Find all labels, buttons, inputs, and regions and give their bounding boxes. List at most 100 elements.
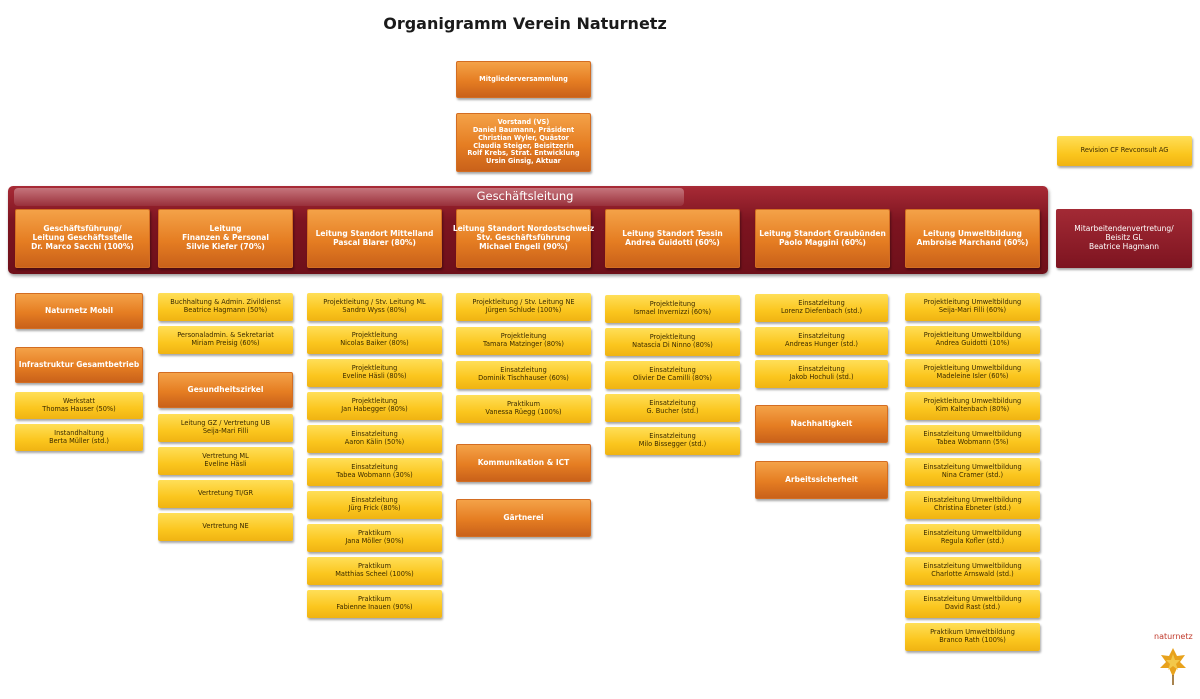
col2-top-item-1-line: Miriam Preisig (60%) [191,339,260,347]
col5-item-4-line: Einsatzleitung [649,432,696,441]
col3-item-4-line: Einsatzleitung [351,430,398,439]
col1-item-0-line: Thomas Hauser (50%) [42,404,116,413]
col4-item-2-line: Dominik Tischhauser (60%) [478,374,569,382]
col1-item-1-line: Instandhaltung [54,428,104,437]
leader-box-0-line: Geschäftsführung/ [43,224,122,234]
col3-item-7-line: Praktikum [357,529,392,538]
col5-item-0-line: Projektleitung [649,300,696,309]
col3-item-1-line: Projektleitung [351,331,398,340]
leader-box-5-line: Paolo Maggini (60%) [778,237,866,247]
col7-item-8-line: Einsatzleitung Umweltbildung [923,562,1022,571]
col3-item-5-line: Tabea Wobmann (30%) [336,471,413,479]
col3-item-0-line: Sandro Wyss (80%) [342,306,407,314]
col7-item-1-line: Projektleitung Umweltbildung [923,331,1022,340]
col5-item-2-line: Einsatzleitung [649,366,696,375]
col7-item-1-line: Andrea Guidotti (10%) [935,339,1010,347]
col5-item-0-line: Ismael Invernizzi (60%) [633,308,712,316]
col7-item-9-line: David Rast (std.) [944,603,1001,611]
leader-box-2-line: Leitung Standort Mittelland [315,228,434,238]
logo-text: naturnetz [1154,632,1193,641]
gaertnerei-box: Gärtnerei [456,499,591,537]
leaf-logo-icon [1160,648,1186,685]
gaertnerei-box-line: Gärtnerei [503,512,544,522]
col3-item-2-line: Eveline Häsli (80%) [342,372,407,380]
col3-item-8-line: Praktikum [357,562,392,571]
col5-item-3-line: G. Bucher (std.) [646,407,699,415]
col7-item-6-line: Christina Ebneter (std.) [934,504,1011,512]
arbeitssicherheit-box-line: Arbeitssicherheit [785,474,858,484]
col6-item-2-line: Einsatzleitung [798,365,845,374]
col2-bottom-item-2: Vertretung TI/GR [158,480,293,508]
gesundheitszirkel-box-line: Gesundheitszirkel [187,384,264,394]
vorstand-box-line: Daniel Baumann, Präsident [472,125,575,134]
col2-bottom-item-0-line: Leitung GZ / Vertretung UB [180,419,271,428]
col4-item-0-line: Jürgen Schlude (100%) [485,306,562,314]
leader-box-0-line: Dr. Marco Sacchi (100%) [31,241,134,251]
leader-box-6-line: Leitung Umweltbildung [923,228,1022,238]
kommunikation-box-line: Kommunikation & ICT [477,457,570,467]
col7-item-4-line: Tabea Wobmann (5%) [936,438,1009,446]
chart-title: Organigramm Verein Naturnetz [383,14,667,33]
col7-item-7-line: Regula Kofler (std.) [940,537,1005,545]
col7-item-7-line: Einsatzleitung Umweltbildung [923,529,1022,538]
col4-item-1-line: Projektleitung [500,332,547,341]
vorstand-box-line: Christian Wyler, Quästor [478,133,569,142]
col7-item-5-line: Nina Cramer (std.) [941,471,1004,479]
col2-bottom-item-1-line: Eveline Häsli [204,460,247,468]
leader-box-6-line: Ambroise Marchand (60%) [916,237,1029,247]
leader-box-4-line: Leitung Standort Tessin [622,228,723,238]
col3-item-5-line: Einsatzleitung [351,463,398,472]
col3-item-8-line: Matthias Scheel (100%) [335,570,414,578]
col3-item-9-line: Fabienne Inauen (90%) [336,603,413,611]
vorstand-box-line: Rolf Krebs, Strat. Entwicklung [467,149,580,158]
col3-item-4-line: Aaron Kälin (50%) [344,438,405,446]
col5-item-3-line: Einsatzleitung [649,399,696,408]
col7-item-10-line: Branco Rath (100%) [939,636,1006,644]
geschaeftsleitung-title: Geschäftsleitung [476,189,574,203]
col6-item-0-line: Einsatzleitung [798,299,845,308]
leader-box-0-line: Leitung Geschäftsstelle [32,233,133,243]
col7-item-10-line: Praktikum Umweltbildung [930,628,1015,637]
col3-item-9-line: Praktikum [357,595,392,604]
col7-item-0-line: Projektleitung Umweltbildung [923,298,1022,307]
col7-item-8-line: Charlotte Arnswald (std.) [931,570,1014,578]
leader-box-2-line: Pascal Blarer (80%) [333,237,416,247]
arbeitssicherheit-box: Arbeitssicherheit [755,461,888,499]
col3-item-1-line: Nicolas Baiker (80%) [340,339,409,347]
col4-item-1-line: Tamara Matzinger (80%) [483,340,564,348]
naturnetz-mobil-box-line: Naturnetz Mobil [44,305,114,315]
mitarbeitendenvertretung-box-line: Beatrice Hagmann [1089,241,1159,251]
geschaeftsleitung-gloss [14,188,684,206]
mitgliederversammlung-box: Mitgliederversammlung [456,61,591,98]
col2-top-item-1-line: Personaladmin. & Sekretariat [177,331,274,340]
col4-item-0-line: Projektleitung / Stv. Leitung NE [472,298,575,307]
